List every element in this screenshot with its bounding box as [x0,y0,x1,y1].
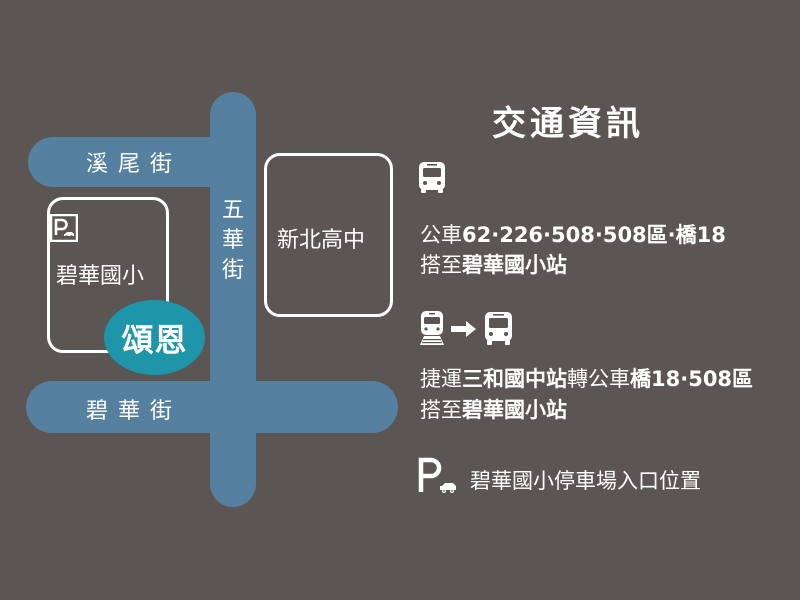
parking-car-icon [49,213,79,243]
bus-icon [418,161,448,195]
bus-destination-stop: 碧華國小站 [462,253,567,277]
mrt-transfer-text: 轉公車 [567,367,630,391]
road-bihua-street [26,381,398,433]
location-marker: 頌恩 [104,300,205,375]
bus-destination-prefix: 搭至 [420,253,462,277]
location-marker-label: 頌恩 [121,320,188,359]
bus-destination-line: 搭至碧華國小站 [420,250,567,280]
road-xiwei-street [28,137,256,187]
road-label-xiwei: 溪尾街 [86,152,183,177]
bus-route-numbers: 62·226·508·508區·橋18 [462,223,726,247]
parking-car-icon [418,457,458,495]
mrt-destination-prefix: 搭至 [420,398,462,422]
block-label-xinbei-high: 新北高中 [277,228,366,253]
road-label-wuhua: 五華街 [218,196,248,286]
block-label-bihua-elementary: 碧華國小 [56,264,145,289]
mrt-prefix: 捷運 [420,367,462,391]
train-to-bus-icon [418,309,518,349]
mrt-destination-stop: 碧華國小站 [462,398,567,422]
road-label-wuhua-text: 五華街 [221,198,244,283]
mrt-station: 三和國中站 [462,367,567,391]
parking-entrance-text: 碧華國小停車場入口位置 [470,469,701,493]
bus-route-prefix: 公車 [420,223,462,247]
block-xinbei-high [264,153,393,317]
road-label-bihua: 碧華街 [86,399,183,424]
mrt-destination-line: 搭至碧華國小站 [420,395,567,425]
mrt-transfer-line: 捷運三和國中站轉公車橋18·508區 [420,364,753,394]
bus-route-line: 公車62·226·508·508區·橋18 [420,220,726,250]
info-title: 交通資訊 [492,104,644,144]
mrt-bus-routes: 橋18·508區 [630,367,754,391]
